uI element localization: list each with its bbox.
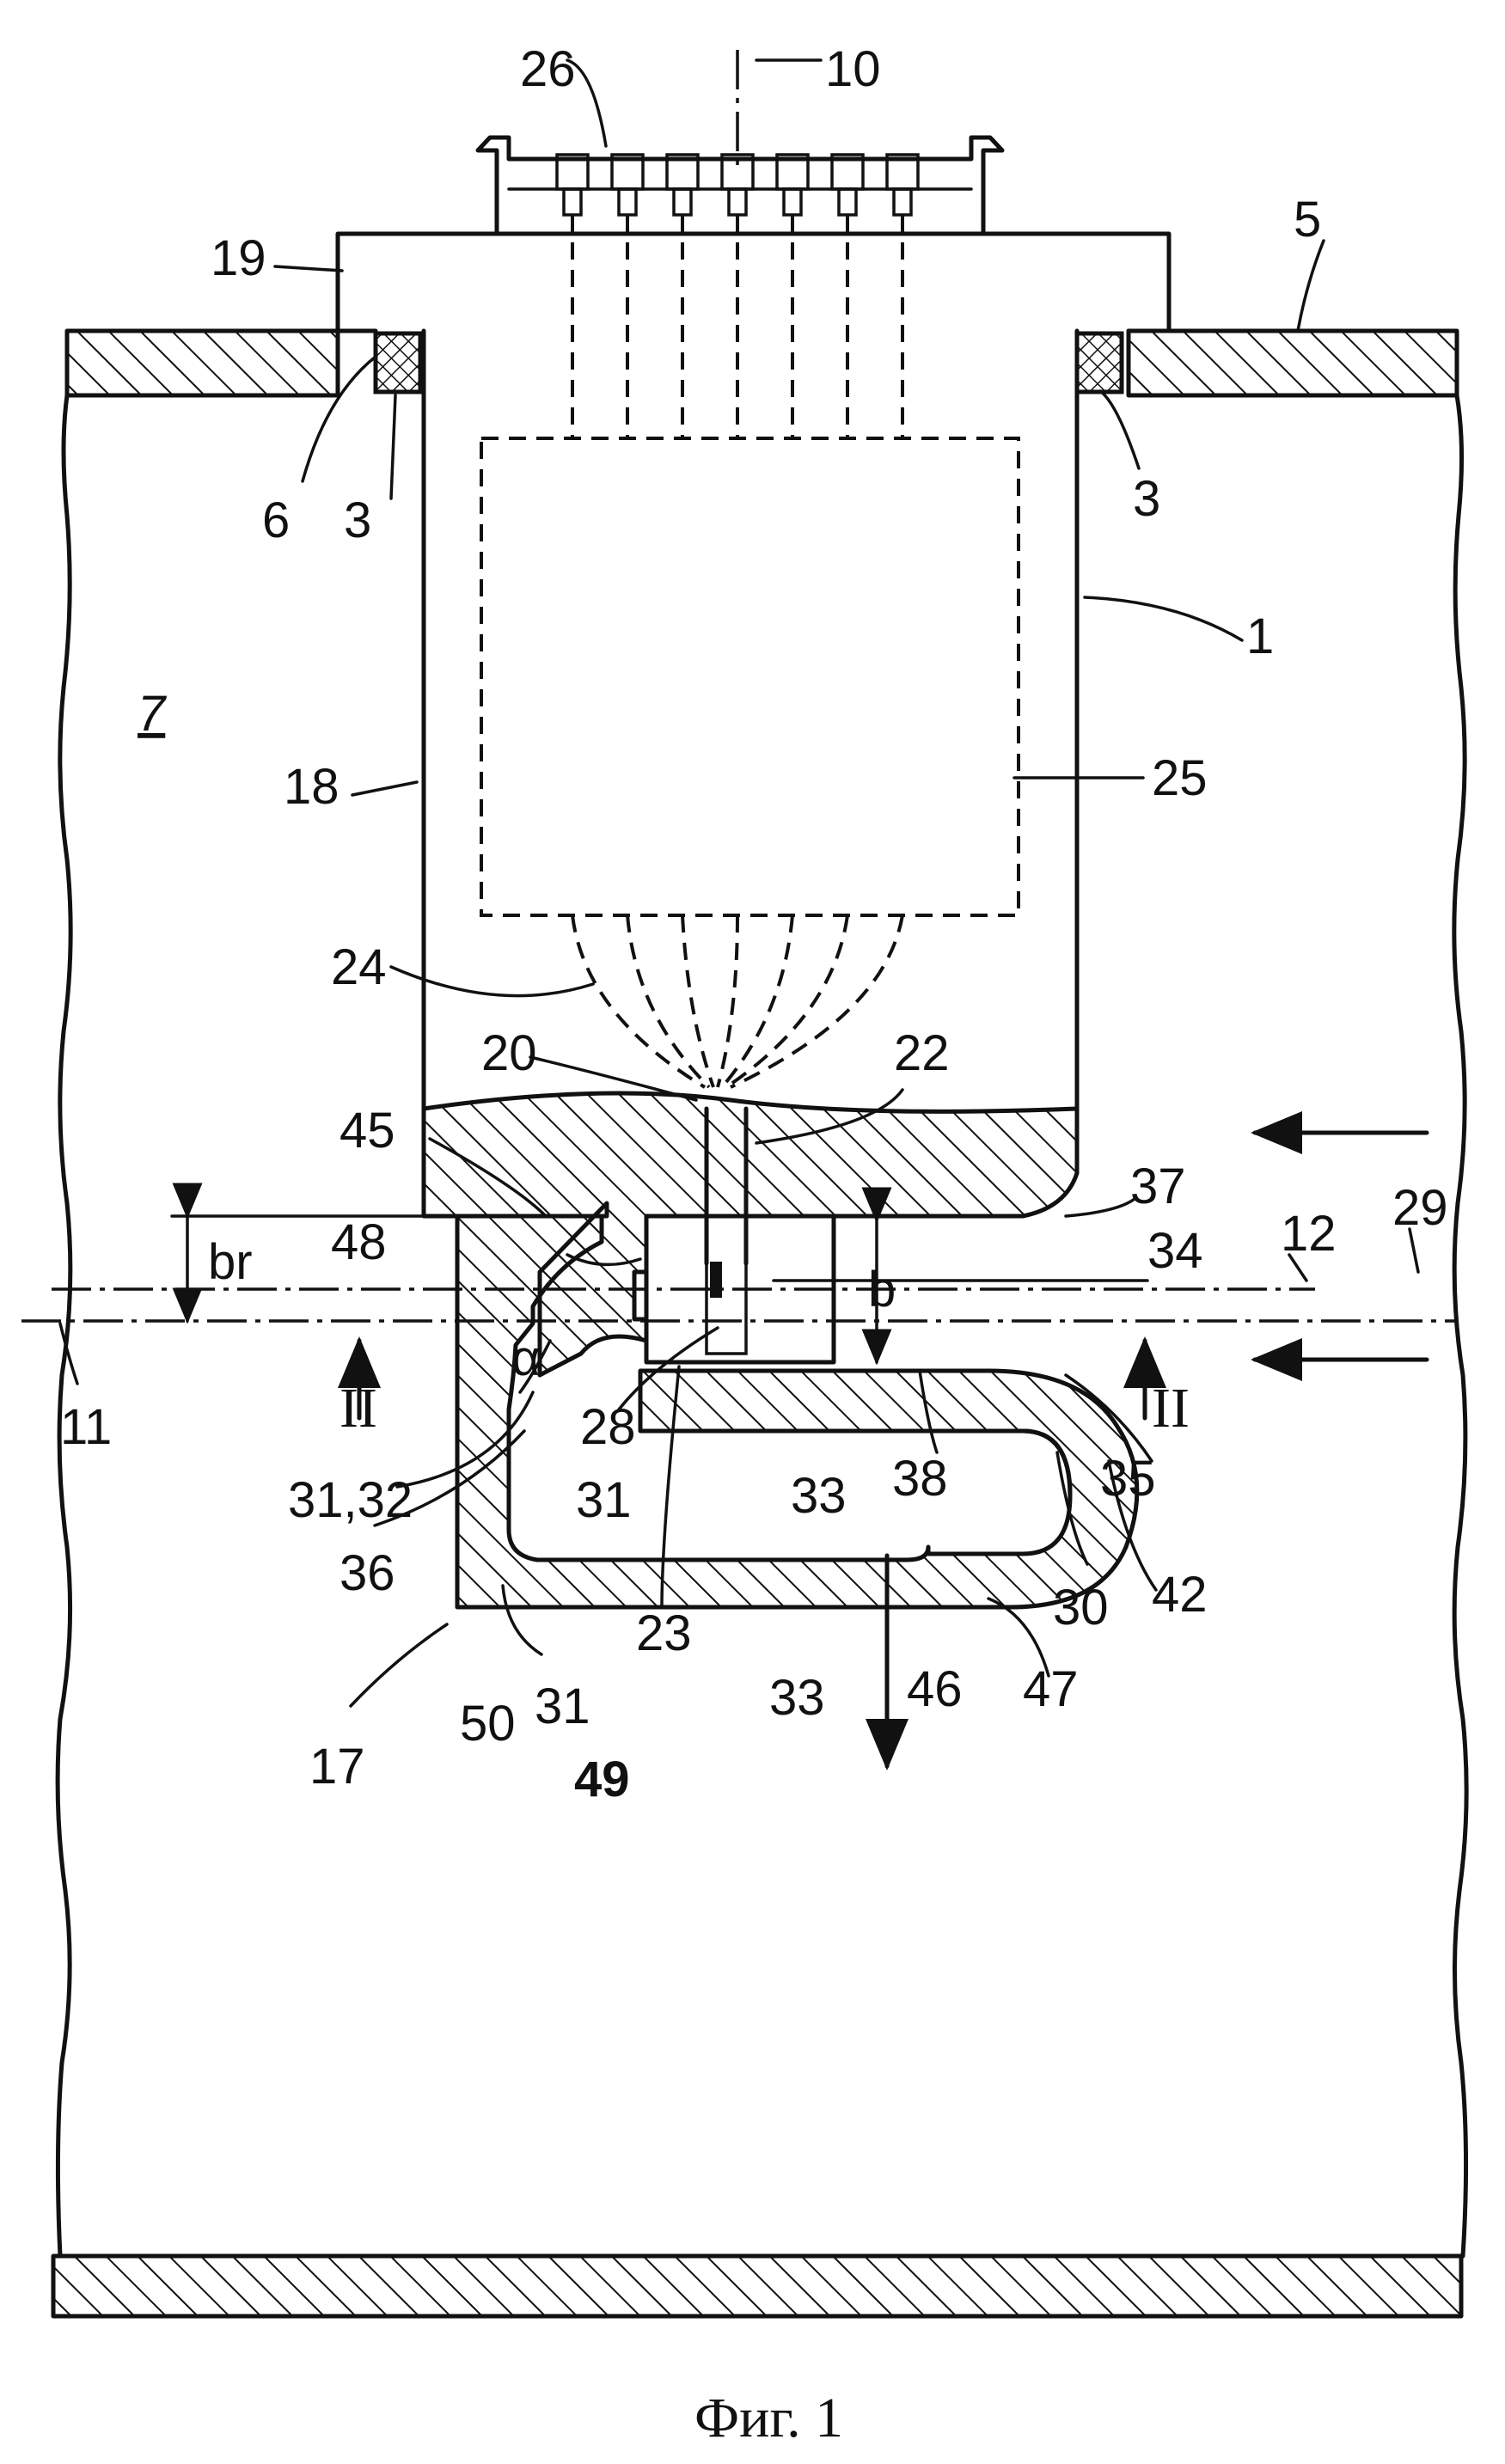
label-1: 1 bbox=[1246, 608, 1274, 664]
housing-body bbox=[424, 331, 1077, 1109]
label-45: 45 bbox=[340, 1103, 395, 1159]
label-6: 6 bbox=[262, 492, 290, 548]
label-7: 7 bbox=[138, 686, 168, 742]
figure-caption: Фиг. 1 bbox=[694, 2387, 843, 2449]
label-17: 17 bbox=[309, 1739, 365, 1795]
reference-labels: 26 10 19 5 6 3 3 1 7 18 25 24 20 22 45 3… bbox=[60, 41, 1448, 1807]
label-48: 48 bbox=[331, 1214, 387, 1270]
housing-flange bbox=[338, 234, 1169, 331]
label-5: 5 bbox=[1294, 192, 1321, 248]
label-b: b bbox=[868, 1262, 896, 1318]
circuit-module bbox=[481, 438, 1019, 915]
label-3-left: 3 bbox=[344, 492, 371, 548]
label-28: 28 bbox=[580, 1399, 636, 1455]
label-31-32: 31,32 bbox=[288, 1472, 413, 1528]
pipe-break-lines bbox=[58, 395, 1466, 2256]
pipe-top-wall bbox=[67, 331, 1457, 395]
label-23: 23 bbox=[636, 1605, 692, 1661]
label-30: 30 bbox=[1053, 1580, 1109, 1636]
label-34: 34 bbox=[1147, 1223, 1203, 1279]
label-18: 18 bbox=[284, 759, 340, 815]
label-31-outer: 31 bbox=[535, 1678, 590, 1734]
label-42: 42 bbox=[1152, 1567, 1208, 1623]
channel-wall bbox=[457, 1216, 1137, 1607]
section-label-left: II bbox=[340, 1377, 377, 1440]
seal-rings bbox=[376, 333, 1122, 392]
section-label-right: II bbox=[1152, 1377, 1190, 1440]
label-47: 47 bbox=[1023, 1661, 1079, 1717]
label-br: br bbox=[208, 1234, 253, 1290]
label-alpha: α bbox=[511, 1330, 541, 1386]
label-26: 26 bbox=[520, 41, 576, 97]
label-3-right: 3 bbox=[1133, 471, 1160, 527]
label-38: 38 bbox=[892, 1451, 948, 1507]
label-25: 25 bbox=[1152, 750, 1208, 806]
pin-wires bbox=[572, 215, 902, 438]
label-37: 37 bbox=[1130, 1159, 1186, 1214]
label-12: 12 bbox=[1281, 1206, 1337, 1262]
label-11: 11 bbox=[60, 1399, 112, 1455]
label-19: 19 bbox=[211, 230, 266, 286]
label-46: 46 bbox=[907, 1661, 963, 1717]
label-29: 29 bbox=[1392, 1180, 1448, 1236]
label-24: 24 bbox=[331, 939, 387, 995]
pipe-bottom-wall bbox=[53, 2256, 1461, 2316]
label-20: 20 bbox=[481, 1025, 537, 1081]
label-33: 33 bbox=[791, 1468, 847, 1524]
label-33-lower: 33 bbox=[769, 1670, 825, 1726]
label-31-inner: 31 bbox=[576, 1472, 632, 1528]
label-36: 36 bbox=[340, 1545, 395, 1601]
label-49: 49 bbox=[574, 1752, 630, 1807]
label-10: 10 bbox=[825, 41, 881, 97]
label-35: 35 bbox=[1100, 1451, 1156, 1507]
label-22: 22 bbox=[894, 1025, 950, 1081]
sensor-wires bbox=[572, 915, 902, 1087]
label-50: 50 bbox=[460, 1696, 516, 1752]
